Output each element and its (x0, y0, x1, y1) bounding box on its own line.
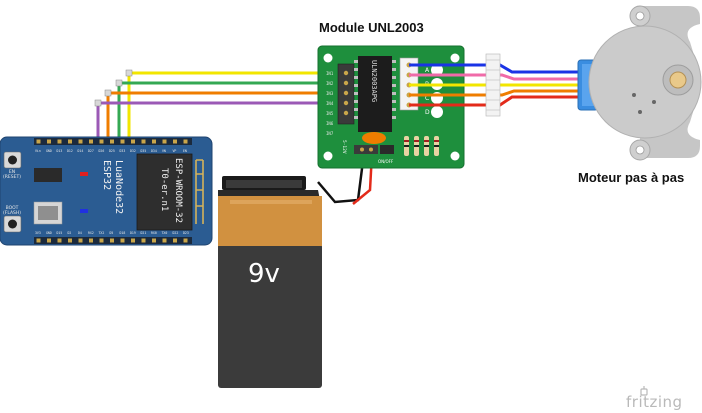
pin-label: D27 (88, 149, 94, 153)
pin-label: VN (162, 149, 166, 153)
resistors (404, 136, 439, 156)
motor-wire-pink (409, 73, 590, 81)
on-off-switch (380, 145, 394, 154)
stepper-motor (577, 5, 702, 161)
pin-label: D4 (78, 231, 82, 235)
wire-orange (106, 91, 345, 140)
in-label: IN6 (326, 121, 334, 126)
pin-label: D33 (120, 149, 126, 153)
led-label: C (425, 95, 429, 102)
chip-label: ULN2003APG (370, 60, 378, 102)
in-label: IN2 (326, 81, 334, 86)
fritzing-logo-icon (640, 386, 648, 396)
signal-wires (94, 69, 345, 140)
fritzing-watermark: fritzing (626, 393, 683, 411)
capacitor (362, 132, 386, 144)
pin-label: D12 (67, 149, 73, 153)
motor-wire-orange (409, 89, 590, 97)
pin-label: D25 (109, 149, 115, 153)
pin-label: Vin (35, 149, 41, 153)
pin-label: D2 (68, 231, 72, 235)
module-title: Module UNL2003 (319, 20, 424, 35)
pin-label: D34 (151, 149, 157, 153)
motor-plug (485, 53, 501, 117)
in-label: IN3 (326, 91, 334, 96)
pin-label: 3V3 (35, 231, 41, 235)
module-name: ESP-WROOM-32 (173, 158, 183, 223)
in-label: IN7 (326, 131, 334, 136)
pin-label: TX2 (99, 231, 105, 235)
pin-label: D15 (57, 231, 63, 235)
board-name-esp32: ESP32 (101, 160, 112, 190)
status-led-blue (80, 209, 88, 213)
en-sub-label: (RESET) (3, 174, 21, 180)
en-label: EN (9, 169, 15, 175)
battery-label: 9v (248, 259, 280, 289)
pin-label: D32 (130, 149, 136, 153)
esp32-board: Vin GND D13 D12 D14 D27 D26 D25 D33 D32 … (0, 136, 213, 246)
pin-label: RX2 (88, 231, 94, 235)
esp32-top-pin-labels: Vin GND D13 D12 D14 D27 D26 D25 D33 D32 … (35, 149, 187, 153)
motor-wire-blue (409, 63, 590, 74)
battery-9v: 9v (218, 176, 322, 388)
esp32-top-header (34, 138, 192, 145)
in-label: IN5 (326, 111, 334, 116)
pin-label: EN (183, 149, 187, 153)
motor-wires (409, 53, 590, 117)
pin-label: D21 (141, 231, 147, 235)
pin-label: D26 (99, 149, 105, 153)
pin-label: D13 (57, 149, 63, 153)
pin-label: GND (46, 231, 52, 235)
esp32-bottom-header (34, 237, 192, 244)
en-reset-button: EN (RESET) (3, 151, 22, 180)
pin-label: D5 (110, 231, 114, 235)
uln2003-chip: ULN2003APG (354, 56, 396, 132)
boot-flash-button: BOOT (FLASH) (3, 205, 22, 233)
pin-label: D22 (173, 231, 179, 235)
boot-sub-label: (FLASH) (3, 210, 21, 216)
pin-label: D14 (78, 149, 84, 153)
motor-title: Moteur pas à pas (578, 170, 684, 185)
power-pin-label: 5-12V (341, 140, 347, 154)
in-label: IN4 (326, 101, 334, 106)
motor-wire-red (409, 95, 590, 107)
pin-label: VP (173, 149, 177, 153)
pin-label: D19 (130, 231, 136, 235)
wire-black-power (317, 152, 366, 204)
led-label: A (425, 67, 430, 74)
wire-purple (96, 101, 345, 140)
pin-label: TX0 (162, 231, 168, 235)
pin-label: D23 (183, 231, 189, 235)
switch-label: ON/OFF (378, 159, 394, 164)
led-label: D (425, 109, 430, 116)
boot-label: BOOT (6, 205, 19, 211)
board-name: LuaNode32 (113, 160, 124, 214)
pin-label: D18 (120, 231, 126, 235)
esp-wroom-module: ESP-WROOM-32 T0-er.n1 (136, 153, 204, 231)
esp32-bottom-pin-labels: 3V3 GND D15 D2 D4 RX2 TX2 D5 D18 D19 D21… (35, 231, 189, 235)
uln-input-labels: IN1 IN2 IN3 IN4 IN5 IN6 IN7 (326, 71, 334, 136)
in-label: IN1 (326, 71, 334, 76)
pin-label: D35 (141, 149, 147, 153)
pin-label: RX0 (151, 231, 157, 235)
pin-label: GND (46, 149, 52, 153)
status-led-red (80, 172, 88, 176)
module-sub: T0-er.n1 (159, 168, 169, 211)
usb-chip (34, 168, 62, 182)
